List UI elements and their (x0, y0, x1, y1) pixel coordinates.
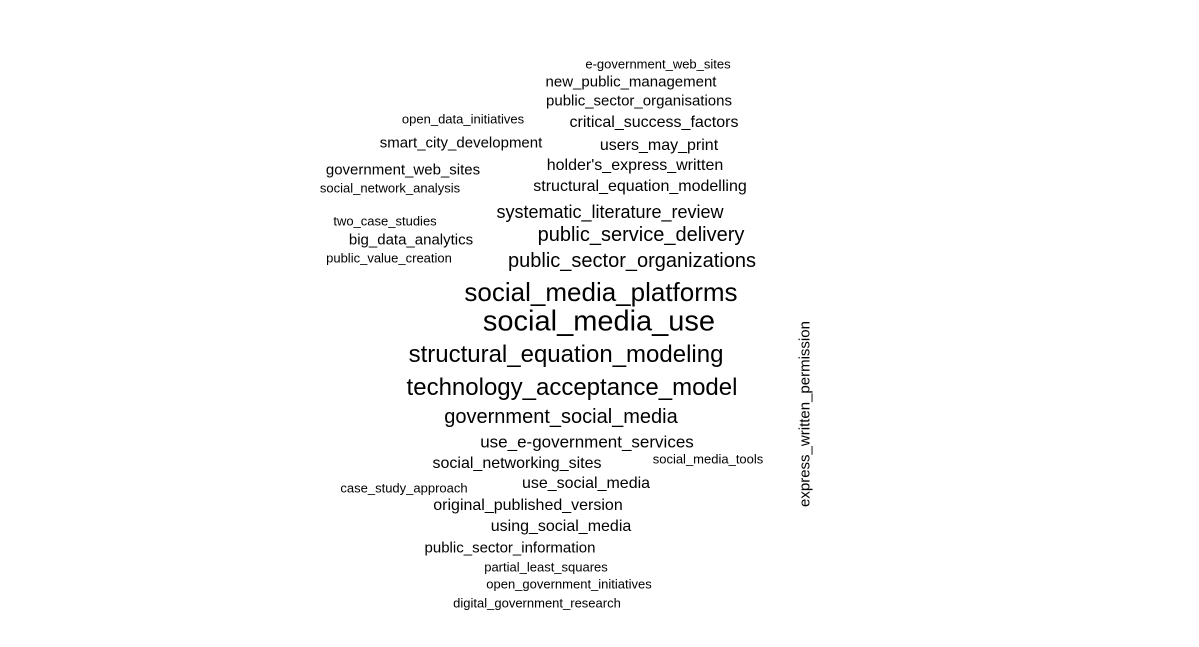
word: systematic_literature_review (496, 202, 724, 222)
word: using_social_media (490, 518, 632, 535)
word: smart_city_development (379, 134, 543, 152)
word: partial_least_squares (484, 559, 608, 575)
word: public_service_delivery (537, 224, 745, 246)
word: social_media_use (482, 305, 716, 338)
word: public_sector_organisations (546, 92, 732, 110)
word: two_case_studies (333, 213, 437, 229)
word: case_study_approach (340, 480, 468, 496)
word: open_data_initiatives (401, 111, 525, 127)
word: social_networking_sites (432, 455, 602, 472)
word: use_social_media (521, 475, 651, 492)
word: critical_success_factors (569, 114, 739, 131)
word: new_public_management (545, 73, 717, 91)
word: public_sector_information (424, 539, 596, 557)
word: holder's_express_written (546, 157, 724, 174)
word: users_may_print (599, 137, 719, 154)
word: e-government_web_sites (585, 56, 731, 72)
word: big_data_analytics (348, 231, 474, 249)
word: social_media_platforms (464, 277, 738, 307)
word: social_network_analysis (319, 180, 461, 196)
word: use_e-government_services (480, 432, 694, 452)
word: government_web_sites (325, 161, 481, 179)
word: technology_acceptance_model (406, 374, 738, 401)
word: social_media_tools (652, 451, 764, 467)
word: government_social_media (444, 406, 678, 428)
word: original_published_version (433, 497, 623, 514)
word: public_value_creation (326, 250, 452, 266)
word-vertical: express_written_permission (796, 321, 814, 507)
word: open_government_initiatives (486, 576, 652, 592)
word: structural_equation_modelling (533, 178, 747, 195)
word: public_sector_organizations (508, 250, 756, 272)
word: digital_government_research (453, 595, 621, 611)
word: structural_equation_modeling (408, 341, 724, 368)
